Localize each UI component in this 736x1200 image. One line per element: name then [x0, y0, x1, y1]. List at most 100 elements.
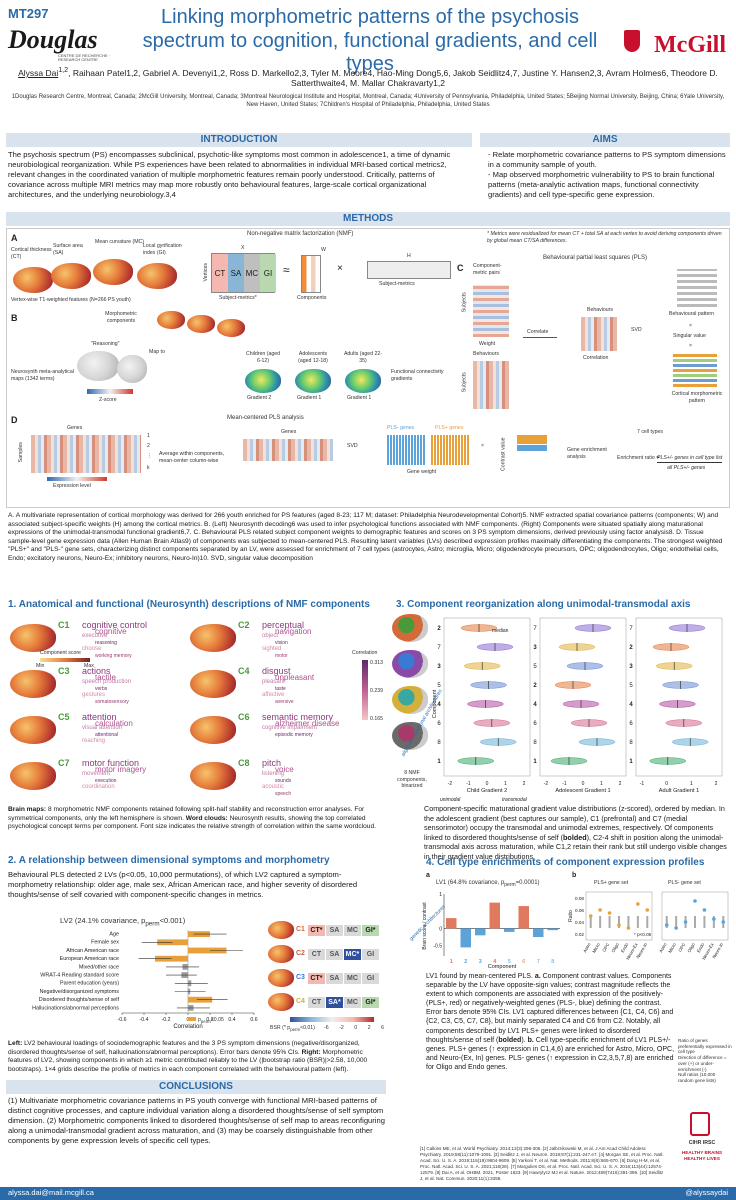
wordcloud-term: execution [95, 777, 117, 784]
panel-c-letter: C [457, 263, 464, 273]
binarized-component-brain [392, 686, 428, 714]
neurosynth-brain-image [117, 355, 147, 383]
zscore-colorbar [87, 389, 133, 394]
component-order-label: 1 [629, 759, 633, 765]
ratio-point [721, 920, 726, 924]
component-brain-map [10, 762, 56, 790]
component-label: C3 [58, 666, 70, 676]
average-label: Average within components, mean-center c… [159, 451, 225, 464]
section2-heading: 2. A relationship between dimensional sy… [8, 855, 330, 866]
contact-email[interactable]: alyssa.dai@mail.mcgill.ca [8, 1188, 94, 1197]
subjects-label: Subjects [461, 372, 468, 393]
category-label: European American race [60, 956, 119, 962]
component-label: C1 [296, 925, 305, 933]
x-mc-column: MC [244, 254, 260, 292]
cell-types-label: 7 cell types [637, 429, 663, 435]
loading-bar [188, 947, 227, 954]
pls-plus-bars [431, 435, 469, 465]
x-axis-label: Correlation [173, 1024, 202, 1030]
component-order-label: 4 [629, 702, 633, 708]
category-label: Disordered thoughts/sense of self [39, 997, 120, 1003]
lv2-chart-title: LV2 (24.1% covariance, pperm<0.001) [60, 916, 186, 928]
neurosynth-brain-image [77, 351, 119, 381]
conclusions-heading: CONCLUSIONS [6, 1080, 386, 1094]
ratio-point [693, 899, 697, 903]
panel-a-letter: A [11, 233, 18, 243]
samples-label: Samples [17, 442, 24, 463]
section1-caption: Brain maps: 8 morphometric NMF component… [8, 806, 376, 831]
ratio-point [674, 926, 678, 930]
correlation-heatmap [581, 317, 617, 351]
wordcloud-term: tactile [95, 672, 116, 682]
contrast-bar [504, 928, 515, 932]
correlation-label: Correlation [352, 650, 378, 656]
metric-cell: CT [307, 948, 325, 960]
wordcloud-term: movement [82, 771, 111, 777]
wordcloud-term: affective [262, 692, 285, 698]
metric-cell: CT* [307, 972, 325, 984]
contrast-value-label: Contrast value [500, 437, 507, 471]
metric-cell: CT [307, 996, 325, 1008]
component-order-label: 3 [437, 664, 441, 670]
metric-cell: GI* [361, 924, 379, 936]
subject-metrics-h-label: Subject-metrics [379, 281, 415, 287]
ct-brain-image [13, 267, 53, 293]
wordcloud-term: acoustic [262, 784, 285, 790]
component-order-label: 6 [437, 721, 441, 727]
weight-label: Weight [479, 341, 496, 347]
legend-line: Direction of difference = over (+) or un… [678, 1055, 727, 1072]
x-ct-column: CT [212, 254, 228, 292]
douglas-logo-sub: CENTRE DE RECHERCHE · RESEARCH CENTRE [58, 53, 111, 63]
wordcloud-term: pleasant [262, 679, 285, 685]
enrichment-panel [661, 891, 729, 941]
x-gi-column: GI [260, 254, 276, 292]
wordcloud-term: navigation [275, 626, 312, 636]
cell-type-label: Oligo [610, 942, 620, 954]
metric-cell: MC [343, 996, 361, 1008]
behaviour-heatmap [473, 361, 509, 409]
wordcloud-term: reasoning [95, 639, 117, 646]
violin-panel [635, 617, 723, 777]
affiliations: 1Douglas Research Centre, Montreal, Cana… [11, 94, 725, 109]
pls-plus-label: PLS+ genes [435, 425, 464, 431]
twitter-handle[interactable]: @alyssaydai [685, 1188, 728, 1197]
first-author-sup: 1,2 [58, 66, 69, 74]
w-matrix [301, 255, 321, 293]
cell-type-label: Micro [667, 942, 677, 954]
corr-tick: 0.239 [370, 688, 383, 694]
cihr-logo-icon [690, 1112, 710, 1136]
aims-heading: AIMS [480, 133, 730, 147]
metric-cell: CT* [307, 924, 325, 936]
ratio-numerator: PLS+/- genes in cell type list [657, 455, 723, 463]
expression-heatmap [31, 435, 141, 473]
introduction-text: The psychosis spectrum (PS) encompasses … [8, 150, 451, 200]
category-label: WRAT-4 Reading standard score [40, 973, 119, 979]
component-order-label: 3 [629, 664, 633, 670]
component-brain-map [190, 716, 236, 744]
x-tick-label: 2 [715, 781, 718, 787]
lv2-legend: pperm<0.05 [188, 1017, 224, 1024]
mcgill-logo: McGill [654, 32, 726, 58]
y-axis-label: Brain score / contrast [422, 902, 428, 950]
section1-heading: 1. Anatomical and functional (Neurosynth… [8, 599, 370, 610]
x-tick-label: 0.6 [250, 1017, 257, 1023]
adult-gradient-image [345, 369, 381, 393]
neurosynth-label: Neurosynth meta-analytical maps (1342 te… [11, 369, 74, 382]
h-matrix [367, 261, 451, 279]
panel-a-letter: a [426, 872, 430, 879]
colorbar-max: Max [84, 663, 94, 669]
wordcloud-term: cognitive control [82, 620, 148, 630]
category-label: Hallucinations/abnormal perceptions [32, 1005, 119, 1011]
mcgill-crest-icon [624, 30, 640, 52]
wordcloud-term: coordination [82, 784, 115, 790]
contrast-bar [475, 928, 486, 936]
group-adults: Adults (aged 22-35) [343, 351, 383, 364]
wordcloud-term: speech production [82, 679, 132, 685]
median-annotation: median [492, 628, 509, 634]
times-symbol: × [689, 343, 693, 349]
wordcloud-term: motor function [82, 758, 140, 768]
